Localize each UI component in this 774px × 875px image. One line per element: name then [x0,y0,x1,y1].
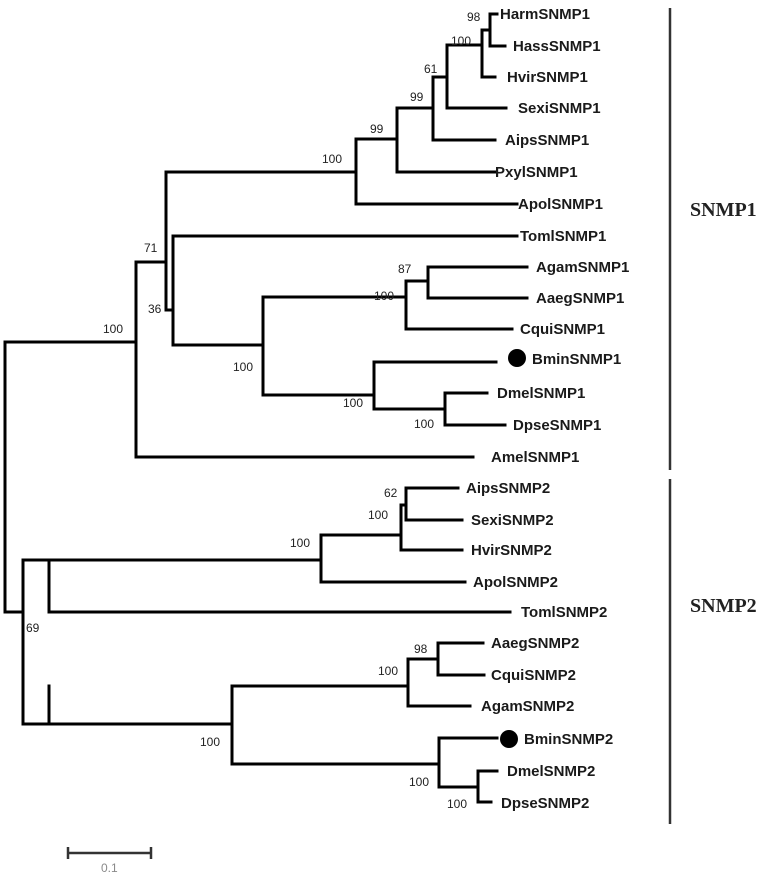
leaf-hasssnmp1: HassSNMP1 [513,38,601,55]
bootstrap-value: 100 [378,664,398,678]
bootstrap-value: 99 [410,90,424,104]
leaf-pxylsnmp1: PxylSNMP1 [495,164,578,181]
bootstrap-value: 98 [467,10,481,24]
clade-label-snmp2: SNMP2 [690,595,757,617]
leaf-dpsesnmp1: DpseSNMP1 [513,417,601,434]
leaf-hvirsnmp2: HvirSNMP2 [471,542,552,559]
leaf-bminsnmp2: BminSNMP2 [524,731,613,748]
bootstrap-values: 98 100 61 99 99 100 71 36 87 100 100 100… [26,10,481,811]
scale-bar: 0.1 [66,847,153,875]
leaf-dmelsnmp1: DmelSNMP1 [497,385,585,402]
bootstrap-value: 100 [451,34,471,48]
bootstrap-value: 36 [148,302,162,316]
leaf-agamsnmp2: AgamSNMP2 [481,698,574,715]
bootstrap-value: 100 [290,536,310,550]
bootstrap-value: 100 [368,508,388,522]
leaf-apolsnmp1: ApolSNMP1 [518,196,603,213]
leaf-agamsnmp1: AgamSNMP1 [536,259,629,276]
bootstrap-value: 87 [398,262,412,276]
leaf-tomlsnmp2: TomlSNMP2 [521,604,607,621]
leaf-amelsnmp1: AmelSNMP1 [491,449,579,466]
scale-bar-label: 0.1 [101,861,118,875]
leaf-cquisnmp2: CquiSNMP2 [491,667,576,684]
bootstrap-value: 99 [370,122,384,136]
leaf-cquisnmp1: CquiSNMP1 [520,321,605,338]
leaf-dpsesnmp2: DpseSNMP2 [501,795,589,812]
leaf-dmelsnmp2: DmelSNMP2 [507,763,595,780]
leaf-aaegsnmp2: AaegSNMP2 [491,635,579,652]
tree-branches [3,12,529,804]
leaf-tomlsnmp1: TomlSNMP1 [520,228,606,245]
leaf-apolsnmp2: ApolSNMP2 [473,574,558,591]
bootstrap-value: 100 [103,322,123,336]
leaf-sexisnmp1: SexiSNMP1 [518,100,601,117]
bootstrap-value: 69 [26,621,40,635]
bootstrap-value: 100 [447,797,467,811]
leaf-aaegsnmp1: AaegSNMP1 [536,290,624,307]
bootstrap-value: 100 [343,396,363,410]
bootstrap-value: 61 [424,62,438,76]
bootstrap-value: 100 [374,289,394,303]
bootstrap-value: 100 [414,417,434,431]
bootstrap-value: 98 [414,642,428,656]
leaf-aipssnmp1: AipsSNMP1 [505,132,589,149]
marker-dot-bmin2 [500,730,518,748]
bootstrap-value: 100 [200,735,220,749]
marker-dot-bmin1 [508,349,526,367]
bootstrap-value: 62 [384,486,398,500]
bootstrap-value: 71 [144,241,158,255]
leaf-harmsnmp1: HarmSNMP1 [500,6,590,23]
leaf-aipssnmp2: AipsSNMP2 [466,480,550,497]
bootstrap-value: 100 [322,152,342,166]
leaf-labels: HarmSNMP1 HassSNMP1 HvirSNMP1 SexiSNMP1 … [466,6,629,812]
leaf-bminsnmp1: BminSNMP1 [532,351,621,368]
leaf-hvirsnmp1: HvirSNMP1 [507,69,588,86]
bootstrap-value: 100 [233,360,253,374]
bootstrap-value: 100 [409,775,429,789]
leaf-sexisnmp2: SexiSNMP2 [471,512,554,529]
clade-label-snmp1: SNMP1 [690,199,757,221]
